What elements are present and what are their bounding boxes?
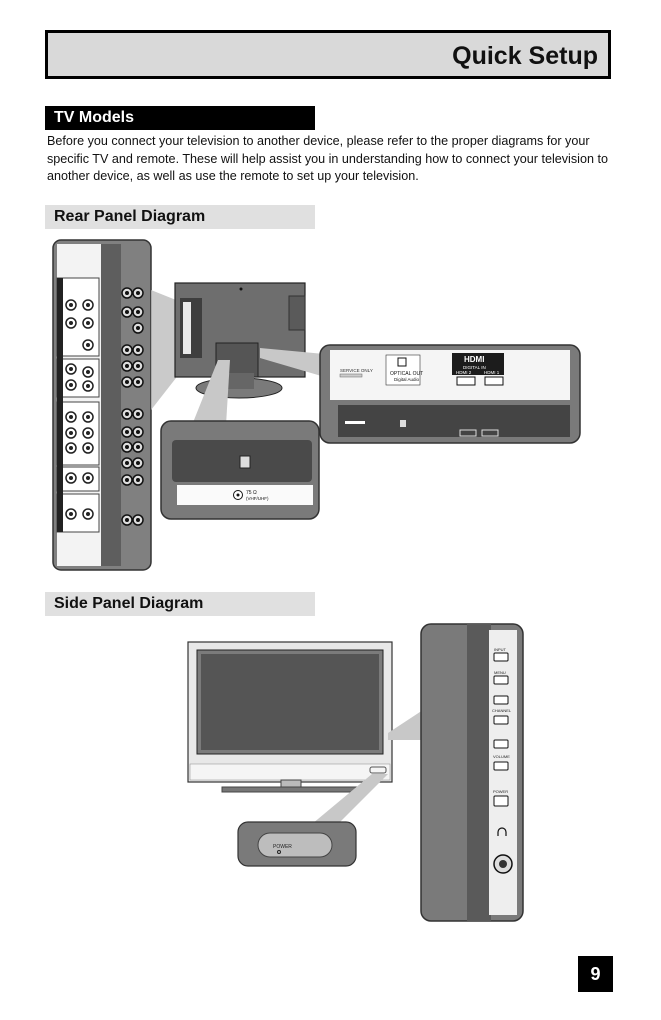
volume-up-button[interactable] <box>493 739 509 749</box>
antenna-callout: 75 Ω (VHF/UHF) <box>160 420 320 520</box>
antenna-band-label: (VHF/UHF) <box>246 496 269 501</box>
tv-models-heading: TV Models <box>45 106 315 130</box>
tv-front-illustration <box>187 641 393 793</box>
hdmi-callout: SERVICE ONLY OPTICAL OUT Digital Audio H… <box>319 344 581 444</box>
rear-jack-panel <box>52 239 152 571</box>
side-channel-label: CHANNEL <box>492 708 512 713</box>
side-button-panel: INPUT MENU CHANNEL VOLUME POWER <box>420 623 524 922</box>
service-only-label: SERVICE ONLY <box>340 368 373 373</box>
hdmi2-label: HDMI 2 <box>456 370 472 375</box>
power-button[interactable] <box>493 795 509 807</box>
input-button[interactable] <box>493 652 509 662</box>
tv-rear-illustration <box>174 282 306 399</box>
volume-down-button[interactable] <box>493 761 509 771</box>
page-number: 9 <box>578 956 613 992</box>
optical-out-label: OPTICAL OUT <box>390 371 423 377</box>
power-callout: POWER <box>237 821 357 867</box>
side-menu-label: MENU <box>494 670 506 675</box>
page-header: Quick Setup <box>45 30 611 79</box>
intro-paragraph: Before you connect your television to an… <box>47 134 608 183</box>
channel-up-button[interactable] <box>493 695 509 705</box>
menu-button[interactable] <box>493 675 509 685</box>
page-title: Quick Setup <box>452 42 598 70</box>
antenna-ohm-label: 75 Ω <box>246 490 257 496</box>
digital-audio-label: Digital Audio <box>394 377 420 382</box>
rear-panel-heading: Rear Panel Diagram <box>45 205 315 229</box>
headphone-icon <box>497 827 507 836</box>
digital-in-label: DIGITAL IN <box>463 365 486 370</box>
side-input-label: INPUT <box>494 647 507 652</box>
side-volume-label: VOLUME <box>493 754 510 759</box>
side-power-label: POWER <box>493 789 508 794</box>
hdmi1-label: HDMI 1 <box>484 370 500 375</box>
channel-down-button[interactable] <box>493 715 509 725</box>
side-panel-heading: Side Panel Diagram <box>45 592 315 616</box>
front-power-label: POWER <box>273 844 292 850</box>
hdmi-logo: HDMI <box>464 355 484 364</box>
